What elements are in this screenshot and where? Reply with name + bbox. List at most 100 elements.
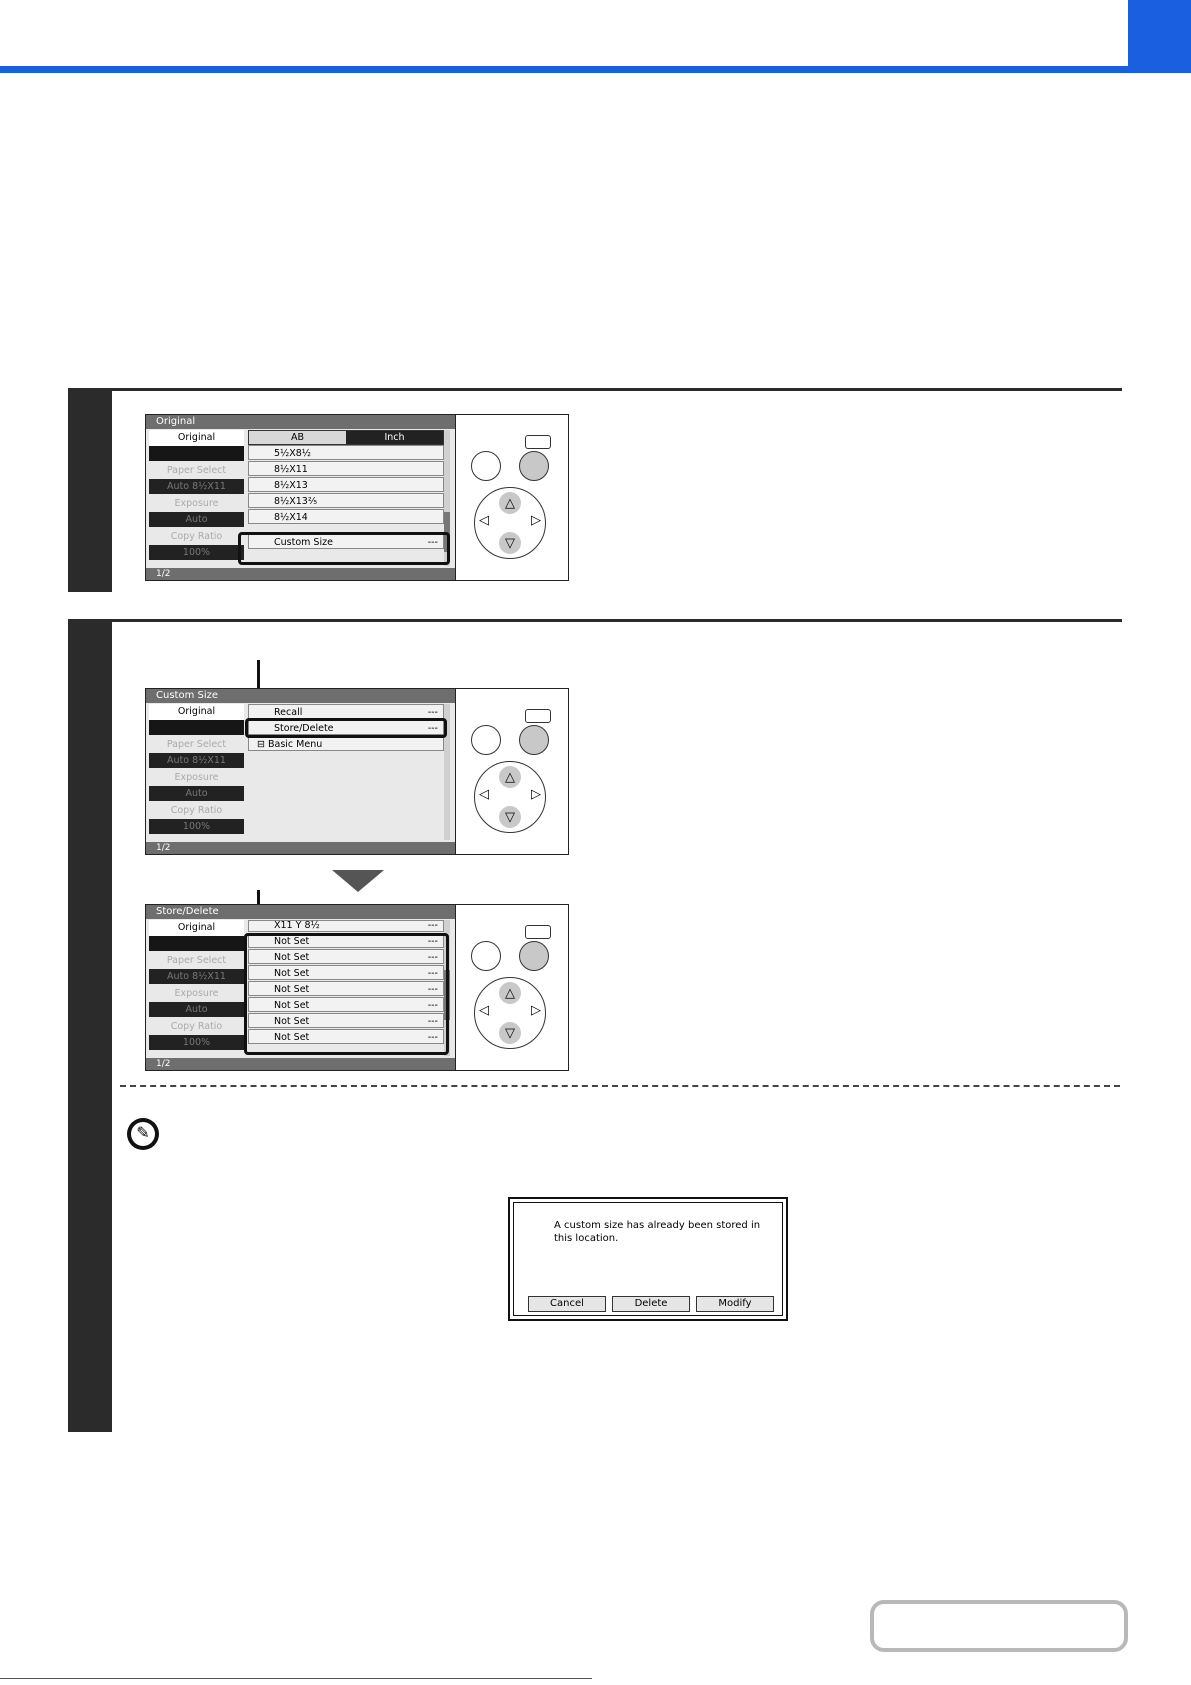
list-item[interactable]: 8½X13⅖ [248, 493, 444, 508]
lcd-original-panel: Original Original Paper Select Auto 8½X1… [145, 414, 457, 581]
stored-size-item[interactable]: X11 Y 8½ --- [248, 920, 444, 932]
right-arrow-icon[interactable]: ▷ [531, 786, 541, 801]
confirm-dialog: A custom size has already been stored in… [508, 1197, 788, 1321]
more-indicator: --- [427, 968, 438, 979]
right-arrow-icon[interactable]: ▷ [531, 1002, 541, 1017]
list-item-label: 8½X13⅖ [274, 496, 318, 507]
list-item-label: Not Set [274, 1016, 310, 1027]
more-indicator: --- [427, 1032, 438, 1043]
modify-button[interactable]: Modify [696, 1296, 774, 1312]
menu-list: Recall --- Store/Delete --- ⊟ Basic Menu [248, 704, 444, 752]
original-value [149, 720, 244, 735]
delete-button[interactable]: Delete [612, 1296, 690, 1312]
round-key[interactable] [471, 451, 501, 481]
more-indicator: --- [427, 723, 438, 734]
highlight-frame [245, 718, 447, 738]
more-indicator: --- [427, 936, 438, 947]
header-bar [0, 66, 1128, 73]
store-delete-label: Store/Delete [274, 723, 334, 734]
memory-list: X11 Y 8½ --- Not Set --- Not Set --- Not Se… [248, 920, 444, 1045]
note-divider [120, 1085, 1120, 1087]
size-list: AB Inch 5½X8½ 8½X11 8½X13 8½X13⅖ 8½X14 C… [248, 430, 444, 550]
round-key[interactable] [471, 941, 501, 971]
copy-ratio-label: Copy Ratio [170, 805, 223, 816]
more-indicator: --- [427, 707, 438, 718]
footer-rule [0, 1678, 592, 1679]
more-indicator: --- [427, 537, 438, 548]
lcd-store-delete-panel: Store/Delete Original Paper Select Auto … [145, 904, 457, 1071]
copy-ratio-value: 100% [149, 819, 244, 834]
left-arrow-icon[interactable]: ◁ [479, 786, 489, 801]
step-2-bar [68, 619, 112, 1432]
list-item[interactable]: Not Set--- [248, 997, 444, 1012]
basic-menu-label: Basic Menu [267, 739, 323, 750]
exposure-label: Exposure [174, 772, 219, 783]
list-item[interactable]: 5½X8½ [248, 445, 444, 460]
paper-select-value: Auto 8½X11 [149, 479, 244, 494]
inch-option[interactable]: Inch [346, 431, 443, 444]
custom-size-label: Custom Size [274, 537, 333, 548]
ab-option[interactable]: AB [249, 431, 346, 444]
basic-menu-item[interactable]: ⊟ Basic Menu [248, 736, 444, 751]
dialog-message: A custom size has already been stored in… [554, 1220, 761, 1244]
copy-ratio-value: 100% [149, 545, 244, 560]
back-key[interactable] [525, 709, 551, 723]
original-value [149, 936, 244, 951]
page-indicator: 1/2 [146, 1058, 456, 1070]
exposure-value: Auto [149, 1002, 244, 1017]
panel-left-column: Original Paper Select Auto 8½X11 Exposur… [149, 704, 244, 840]
more-indicator: --- [427, 920, 438, 931]
back-key[interactable] [525, 435, 551, 449]
left-arrow-icon[interactable]: ◁ [479, 1002, 489, 1017]
original-label: Original [149, 430, 244, 446]
panel-title: Custom Size [146, 689, 456, 703]
list-item[interactable]: 8½X11 [248, 461, 444, 476]
panel-title: Original [146, 415, 456, 429]
original-label: Original [149, 920, 244, 936]
list-item[interactable]: Not Set--- [248, 949, 444, 964]
recall-label: Recall [274, 707, 303, 718]
up-arrow-icon[interactable]: △ [499, 492, 521, 514]
up-arrow-icon[interactable]: △ [499, 982, 521, 1004]
key-panel: △ ▽ ◁ ▷ [455, 904, 569, 1071]
list-item-label: Not Set [274, 968, 310, 979]
copy-ratio-label: Copy Ratio [170, 531, 223, 542]
ok-key[interactable] [519, 451, 549, 481]
list-item[interactable]: Not Set --- [248, 965, 444, 980]
paper-select-value: Auto 8½X11 [149, 969, 244, 984]
exposure-value: Auto [149, 512, 244, 527]
list-item[interactable]: Not Set--- [248, 1029, 444, 1044]
back-key[interactable] [525, 925, 551, 939]
list-item[interactable]: 8½X14 [248, 509, 444, 524]
ok-key[interactable] [519, 725, 549, 755]
cancel-button[interactable]: Cancel [528, 1296, 606, 1312]
paper-select-label: Paper Select [166, 739, 227, 750]
round-key[interactable] [471, 725, 501, 755]
more-indicator: --- [427, 1000, 438, 1011]
page-indicator: 1/2 [146, 842, 456, 854]
lcd-custom-size-panel: Custom Size Original Paper Select Auto 8… [145, 688, 457, 855]
up-arrow-icon[interactable]: △ [499, 766, 521, 788]
panel-left-column: Original Paper Select Auto 8½X11 Exposur… [149, 920, 244, 1056]
note-pencil-icon: ✎ [127, 1118, 159, 1150]
left-arrow-icon[interactable]: ◁ [479, 512, 489, 527]
recall-item[interactable]: Recall --- [248, 704, 444, 719]
down-arrow-icon[interactable]: ▽ [499, 1022, 521, 1044]
contents-button[interactable] [870, 1600, 1128, 1652]
panel-title: Store/Delete [146, 905, 456, 919]
down-arrow-icon[interactable]: ▽ [499, 806, 521, 828]
down-arrow-icon[interactable]: ▽ [499, 532, 521, 554]
scrollbar[interactable] [444, 704, 450, 840]
ok-key[interactable] [519, 941, 549, 971]
list-item[interactable]: Not Set--- [248, 1013, 444, 1028]
exposure-value: Auto [149, 786, 244, 801]
ab-inch-toggle[interactable]: AB Inch [248, 430, 444, 445]
stored-size-label: X11 Y 8½ [274, 920, 320, 931]
list-item[interactable]: 8½X13 [248, 477, 444, 492]
list-item-label: Not Set [274, 952, 310, 963]
original-label: Original [149, 704, 244, 720]
list-item[interactable]: Not Set--- [248, 981, 444, 996]
right-arrow-icon[interactable]: ▷ [531, 512, 541, 527]
panel-left-column: Original Paper Select Auto 8½X11 Exposur… [149, 430, 244, 566]
step-2-rule [68, 619, 1122, 622]
